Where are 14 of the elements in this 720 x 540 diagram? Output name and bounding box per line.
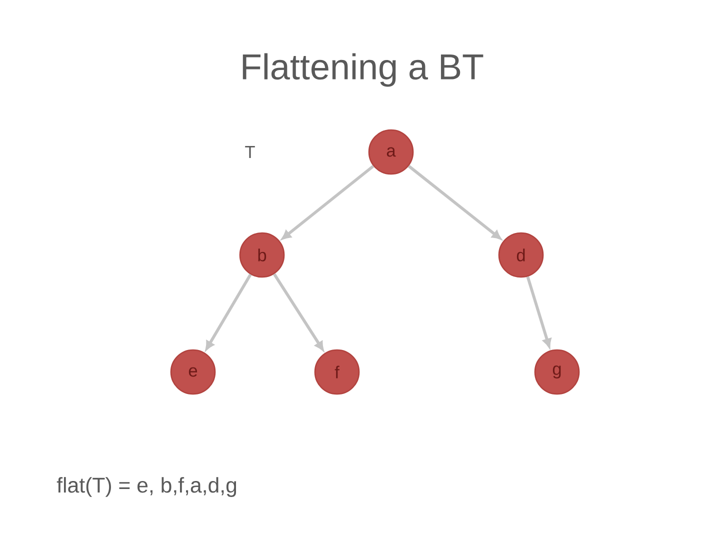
tree-node: e <box>170 349 216 395</box>
arrow <box>273 273 324 351</box>
tree-node: a <box>368 129 414 175</box>
slide-title: Flattening a BT <box>242 53 484 87</box>
arrow <box>205 274 252 350</box>
text-label: T <box>245 146 255 158</box>
tree-node: b <box>239 232 285 278</box>
text-label: flat(T) = e, b,f,a,d,g <box>56 477 236 497</box>
arrow <box>408 164 502 240</box>
arrow <box>526 276 552 348</box>
tree-node: d <box>498 232 544 278</box>
tree-node: g <box>534 349 580 395</box>
tree-node: f <box>314 349 360 395</box>
arrow <box>282 165 374 240</box>
